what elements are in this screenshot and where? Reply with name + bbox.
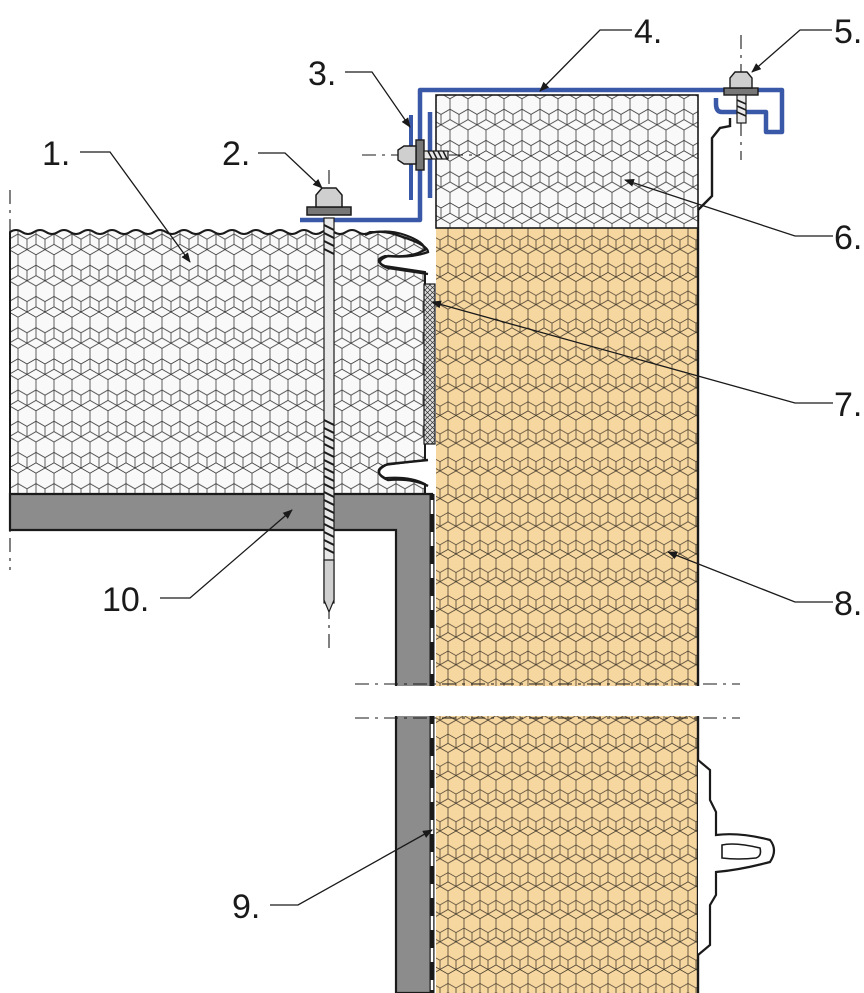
callout-10: 10.: [102, 581, 149, 619]
callout-labels: 1. 2. 3. 4. 5. 6. 7. 8. 9. 10.: [42, 13, 862, 926]
wall-panel-core: [436, 210, 700, 993]
callout-2: 2.: [222, 135, 250, 173]
flashing-fastener: [362, 139, 480, 171]
stitching-fastener: [723, 35, 759, 160]
panel-tongue-joint: [364, 230, 430, 488]
leader-lines: [80, 29, 833, 906]
callout-3: 3.: [308, 55, 336, 93]
break-lines: [350, 683, 740, 719]
steel-beam: [8, 492, 434, 993]
callout-6: 6.: [834, 219, 862, 257]
callout-5: 5.: [834, 13, 862, 51]
callout-1: 1.: [42, 135, 70, 173]
parapet-insulation: [435, 94, 732, 229]
callout-7: 7.: [834, 386, 862, 424]
roof-fastener: [306, 170, 352, 650]
wall-side-joint: [697, 759, 776, 956]
callout-4: 4.: [634, 13, 662, 51]
roof-panel: [9, 229, 427, 495]
compressible-seal: [423, 283, 436, 445]
callout-9: 9.: [232, 888, 260, 926]
callout-8: 8.: [834, 585, 862, 623]
